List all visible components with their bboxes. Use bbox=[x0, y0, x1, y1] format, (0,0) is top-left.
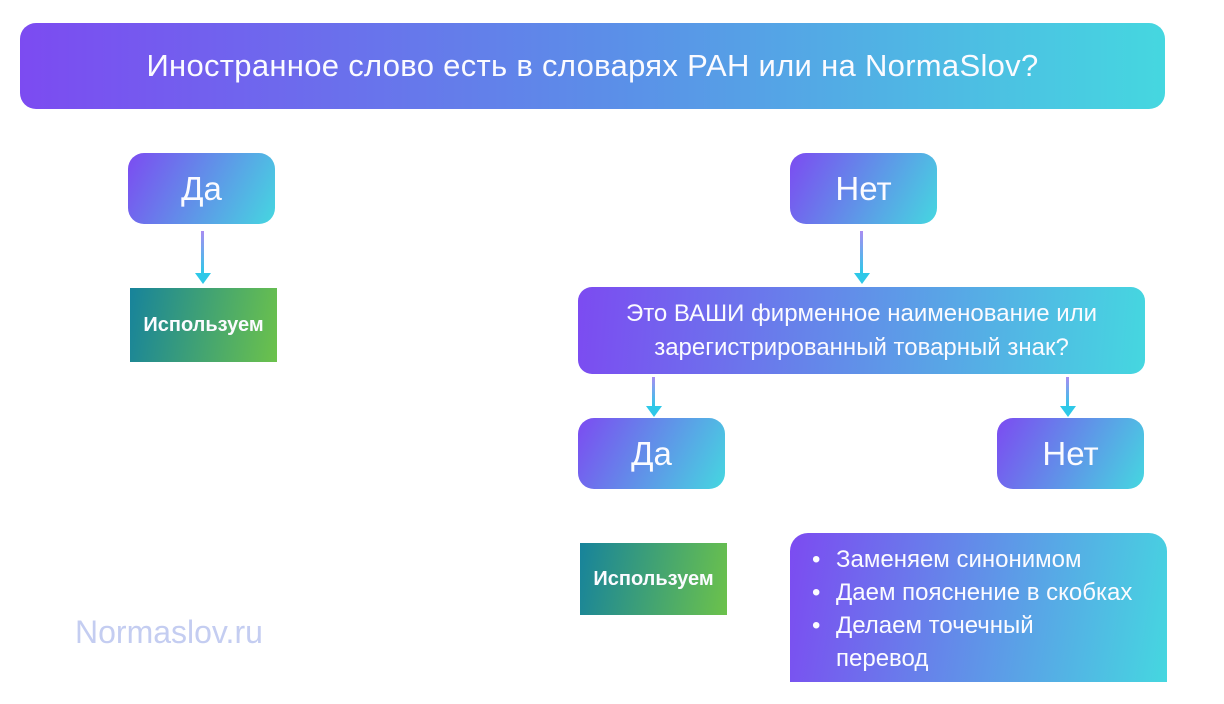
trademark-question-text: Это ВАШИ фирменное наименование или заре… bbox=[625, 299, 1098, 361]
action-item: Делаем точечный перевод bbox=[806, 609, 1066, 675]
arrow-question-to-no bbox=[1066, 377, 1069, 406]
node-use-left-label: Используем bbox=[143, 313, 264, 336]
node-yes-left: Да bbox=[128, 153, 275, 224]
arrow-yes-to-use bbox=[201, 231, 204, 273]
actions-list: Заменяем синонимом Даем пояснение в скоб… bbox=[806, 543, 1132, 675]
node-no-right: Нет bbox=[790, 153, 937, 224]
node-use-sub: Используем bbox=[580, 543, 727, 615]
node-trademark-question: Это ВАШИ фирменное наименование или заре… bbox=[578, 287, 1145, 374]
node-no-sub-label: Нет bbox=[1042, 434, 1099, 472]
node-use-left: Используем bbox=[130, 288, 277, 362]
node-no-sub: Нет bbox=[997, 418, 1144, 489]
node-use-sub-label: Используем bbox=[593, 567, 714, 590]
action-item: Заменяем синонимом bbox=[806, 543, 1132, 576]
main-question-text: Иностранное слово есть в словарях РАН ил… bbox=[146, 48, 1039, 83]
action-item: Даем пояснение в скобках bbox=[806, 576, 1132, 609]
node-yes-left-label: Да bbox=[181, 169, 222, 207]
site-watermark: Normaslov.ru bbox=[75, 614, 263, 650]
node-no-right-label: Нет bbox=[835, 169, 892, 207]
node-yes-sub-label: Да bbox=[631, 434, 672, 472]
main-question-banner: Иностранное слово есть в словарях РАН ил… bbox=[20, 23, 1165, 109]
node-yes-sub: Да bbox=[578, 418, 725, 489]
node-actions-list: Заменяем синонимом Даем пояснение в скоб… bbox=[790, 533, 1167, 682]
arrow-no-to-question bbox=[860, 231, 863, 273]
arrow-question-to-yes bbox=[652, 377, 655, 406]
